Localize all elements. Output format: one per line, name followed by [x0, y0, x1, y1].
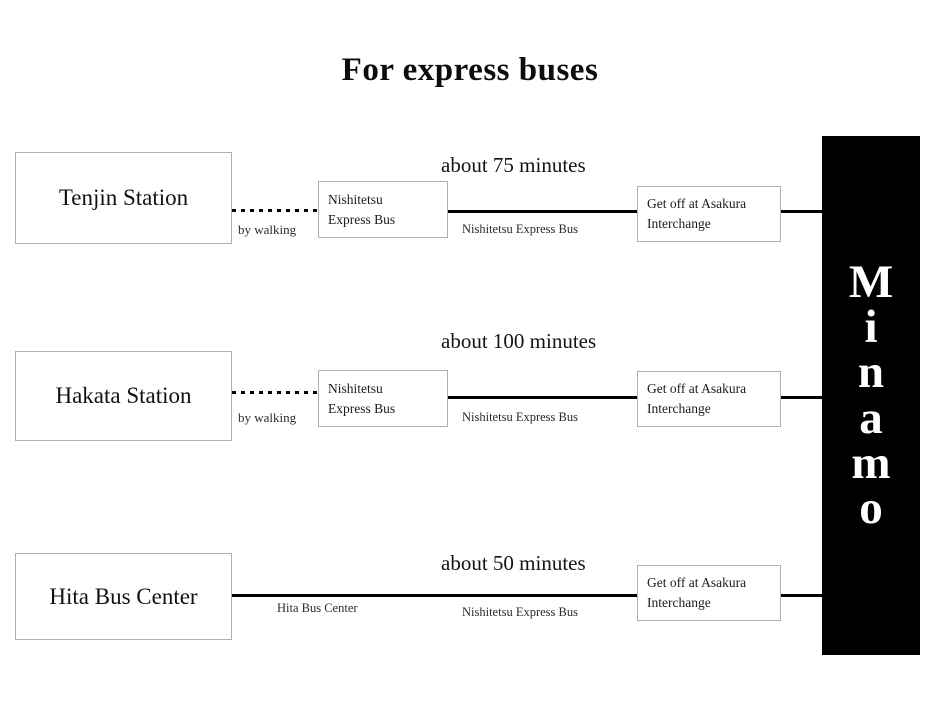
- exit-box-row2[interactable]: Get off at Asakura Interchange: [637, 371, 781, 427]
- dest-letter-0: M: [848, 256, 894, 309]
- dest-letter-5: o: [859, 481, 883, 534]
- exit-box-row1[interactable]: Get off at Asakura Interchange: [637, 186, 781, 242]
- transfer-line2: Express Bus: [328, 211, 396, 227]
- bus-label-row1: Nishitetsu Express Bus: [462, 222, 578, 236]
- origin-label: Hita Bus Center: [49, 583, 198, 609]
- exit-line2: Interchange: [647, 401, 711, 416]
- origin-box-hakata[interactable]: Hakata Station: [15, 351, 232, 441]
- origin-box-tenjin[interactable]: Tenjin Station: [15, 152, 232, 244]
- arrival-connector-row1: [781, 210, 825, 213]
- bus-label-row2: Nishitetsu Express Bus: [462, 410, 578, 424]
- walking-label-row2: by walking: [238, 410, 297, 425]
- walking-connector-row2: [232, 391, 320, 394]
- bus-connector-row3: [232, 594, 638, 597]
- bus-connector-row2: [448, 396, 638, 399]
- first-leg-label-row3: Hita Bus Center: [277, 601, 358, 615]
- bus-connector-row1: [448, 210, 638, 213]
- page-title: For express buses: [341, 52, 599, 88]
- transfer-line2: Express Bus: [328, 400, 396, 416]
- arrival-connector-row2: [781, 396, 825, 399]
- transfer-box-row2[interactable]: Nishitetsu Express Bus: [318, 370, 448, 427]
- dest-letter-4: m: [851, 436, 891, 489]
- exit-box-row3[interactable]: Get off at Asakura Interchange: [637, 565, 781, 621]
- destination-bar-minamo[interactable]: M i n a m o: [822, 136, 920, 655]
- exit-line2: Interchange: [647, 595, 711, 610]
- origin-label: Hakata Station: [55, 383, 192, 408]
- origin-box-hita[interactable]: Hita Bus Center: [15, 553, 232, 640]
- exit-line1: Get off at Asakura: [647, 196, 747, 212]
- walking-label-row1: by walking: [238, 222, 297, 237]
- dest-letter-2: n: [857, 346, 885, 399]
- bus-label-row3: Nishitetsu Express Bus: [462, 605, 578, 619]
- transfer-line1: Nishitetsu: [328, 191, 383, 207]
- duration-label-row1: about 75 minutes: [441, 153, 586, 177]
- transfer-box-row1[interactable]: Nishitetsu Express Bus: [318, 181, 448, 238]
- exit-line2: Interchange: [647, 216, 711, 231]
- transfer-line1: Nishitetsu: [328, 380, 383, 396]
- duration-label-row2: about 100 minutes: [441, 329, 597, 353]
- exit-line1: Get off at Asakura: [647, 575, 747, 591]
- dest-letter-3: a: [859, 391, 883, 444]
- exit-line1: Get off at Asakura: [647, 381, 747, 397]
- origin-label: Tenjin Station: [58, 185, 189, 210]
- dest-letter-1: i: [864, 301, 878, 354]
- arrival-connector-row3: [781, 594, 825, 597]
- duration-label-row3: about 50 minutes: [441, 551, 586, 575]
- walking-connector-row1: [232, 209, 320, 212]
